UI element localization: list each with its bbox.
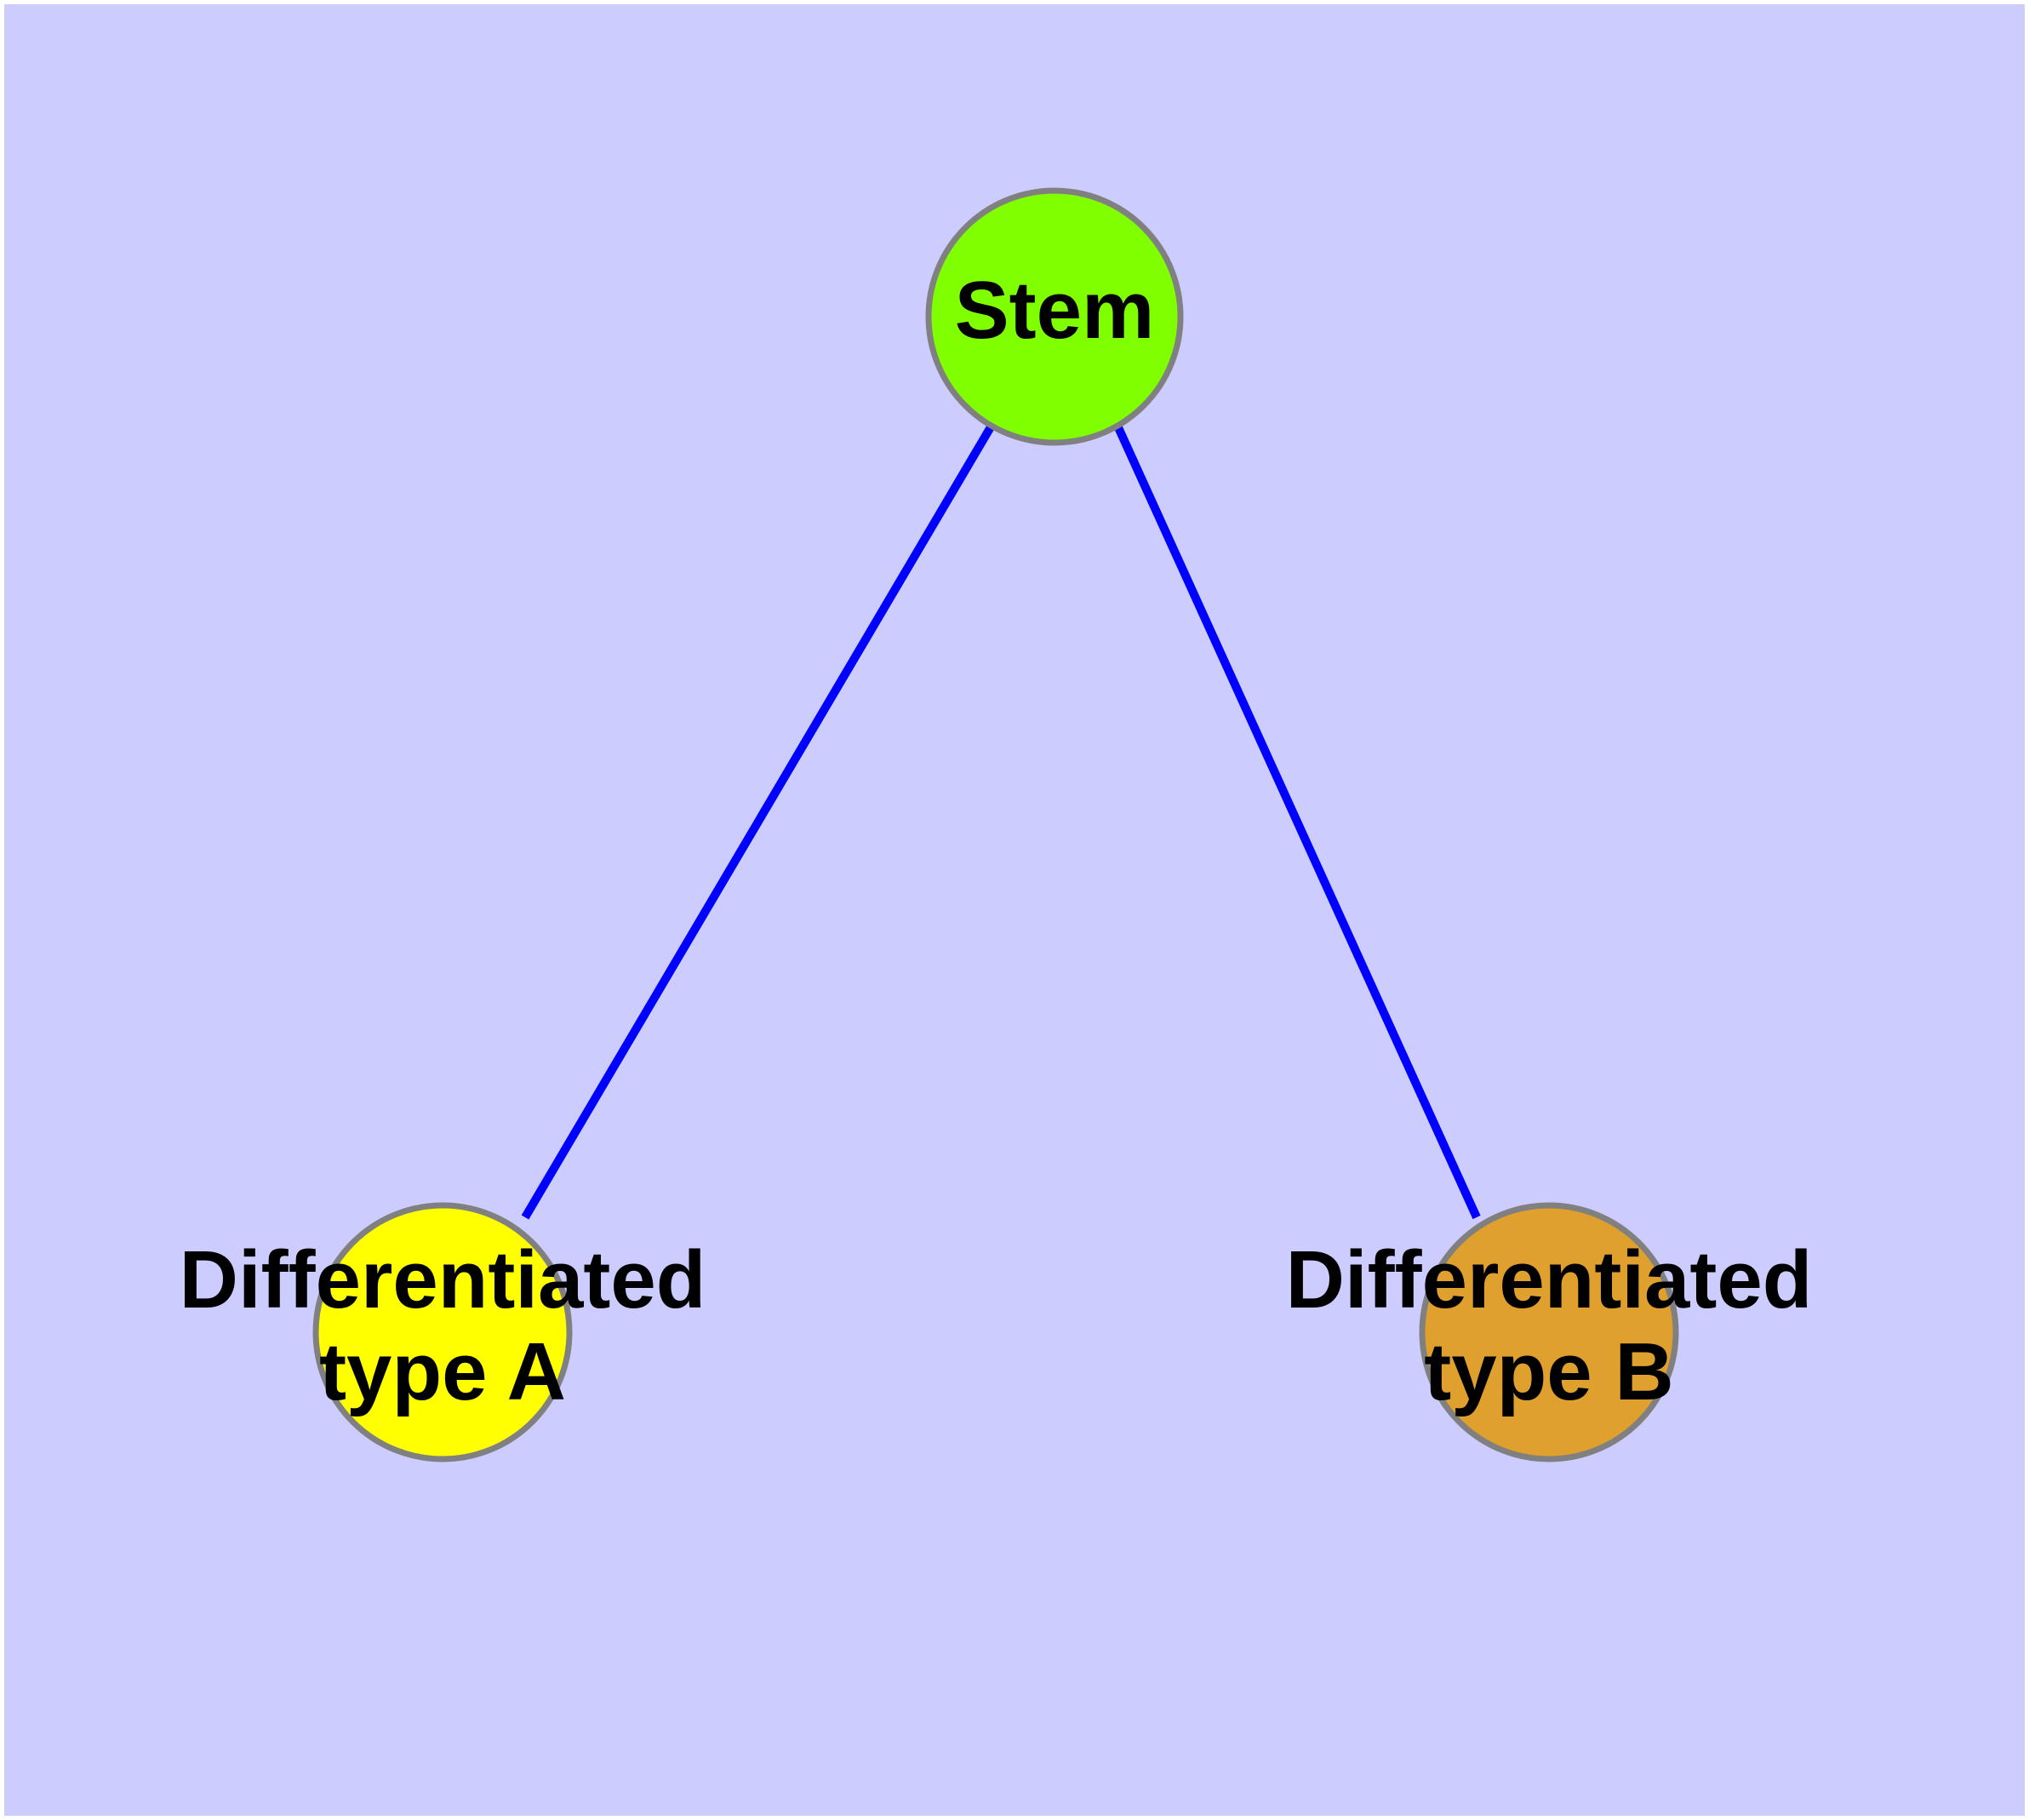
node-stem-label: Stem [955, 265, 1155, 356]
edge-layer [521, 423, 1481, 1220]
edge-stem-to-differentiated-type-a[interactable] [521, 423, 996, 1220]
edge-stem-to-differentiated-type-b[interactable] [1113, 423, 1481, 1220]
node-stem-circle[interactable] [925, 187, 1184, 446]
node-stem[interactable]: Stem [925, 187, 1184, 446]
node-differentiated-type-a-circle[interactable] [312, 1202, 573, 1462]
node-differentiated-type-b-circle[interactable] [1419, 1202, 1679, 1462]
